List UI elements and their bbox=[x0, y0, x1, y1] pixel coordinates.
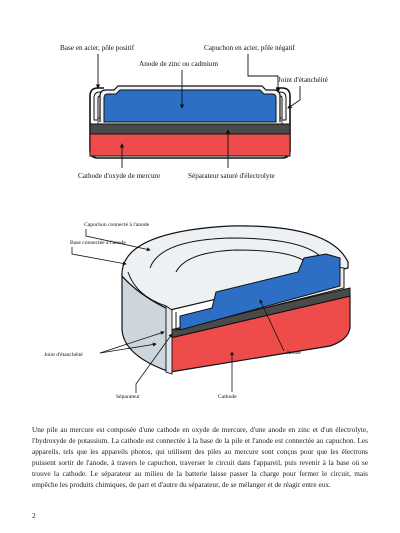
cutaway-diagram: Capuchon connecté à l'anode Base connect… bbox=[44, 222, 351, 400]
label-separator: Séparateur saturé d'électrolyte bbox=[188, 172, 275, 180]
label-base-cathode: Base connectée à l'anode bbox=[70, 240, 126, 246]
cap-inner-ring-2 bbox=[175, 249, 307, 273]
label-anode: Anode de zinc ou cadmium bbox=[139, 60, 218, 68]
top-leader-lines bbox=[95, 54, 301, 168]
label-steel-base: Base en acier, pôle positif bbox=[60, 44, 135, 52]
bottom-leader-lines bbox=[71, 229, 285, 393]
cap-inner-ring bbox=[149, 237, 321, 269]
page-number: 2 bbox=[32, 511, 36, 520]
gasket-ring bbox=[127, 271, 167, 307]
cutaway-cathode bbox=[169, 295, 351, 373]
label-cutaway-gasket: Joint d'étanchéité bbox=[44, 352, 83, 358]
label-cap-anode: Capuchon connecté à l'anode bbox=[84, 222, 150, 228]
battery-diagrams: Base en acier, pôle positif Capuchon en … bbox=[44, 44, 351, 400]
label-gasket: Joint d'étanchéité bbox=[278, 76, 328, 84]
label-cutaway-anode: Anode bbox=[286, 350, 301, 356]
cutaway-cap-wall bbox=[165, 305, 173, 375]
cathode-layer bbox=[89, 133, 291, 157]
label-steel-cap: Capuchon en acier, pôle négatif bbox=[204, 44, 296, 52]
cross-section-diagram: Base en acier, pôle positif Capuchon en … bbox=[60, 44, 328, 180]
cutaway-anode bbox=[179, 253, 341, 331]
label-cutaway-separator: Séparateur bbox=[116, 394, 140, 400]
separator-layer bbox=[89, 123, 291, 135]
anode-layer bbox=[103, 89, 277, 123]
label-cathode: Cathode d'oxyde de mercure bbox=[78, 172, 160, 180]
label-cutaway-cathode: Cathode bbox=[218, 394, 237, 400]
body-paragraph: Une pile au mercure est composée d'une c… bbox=[32, 425, 368, 490]
